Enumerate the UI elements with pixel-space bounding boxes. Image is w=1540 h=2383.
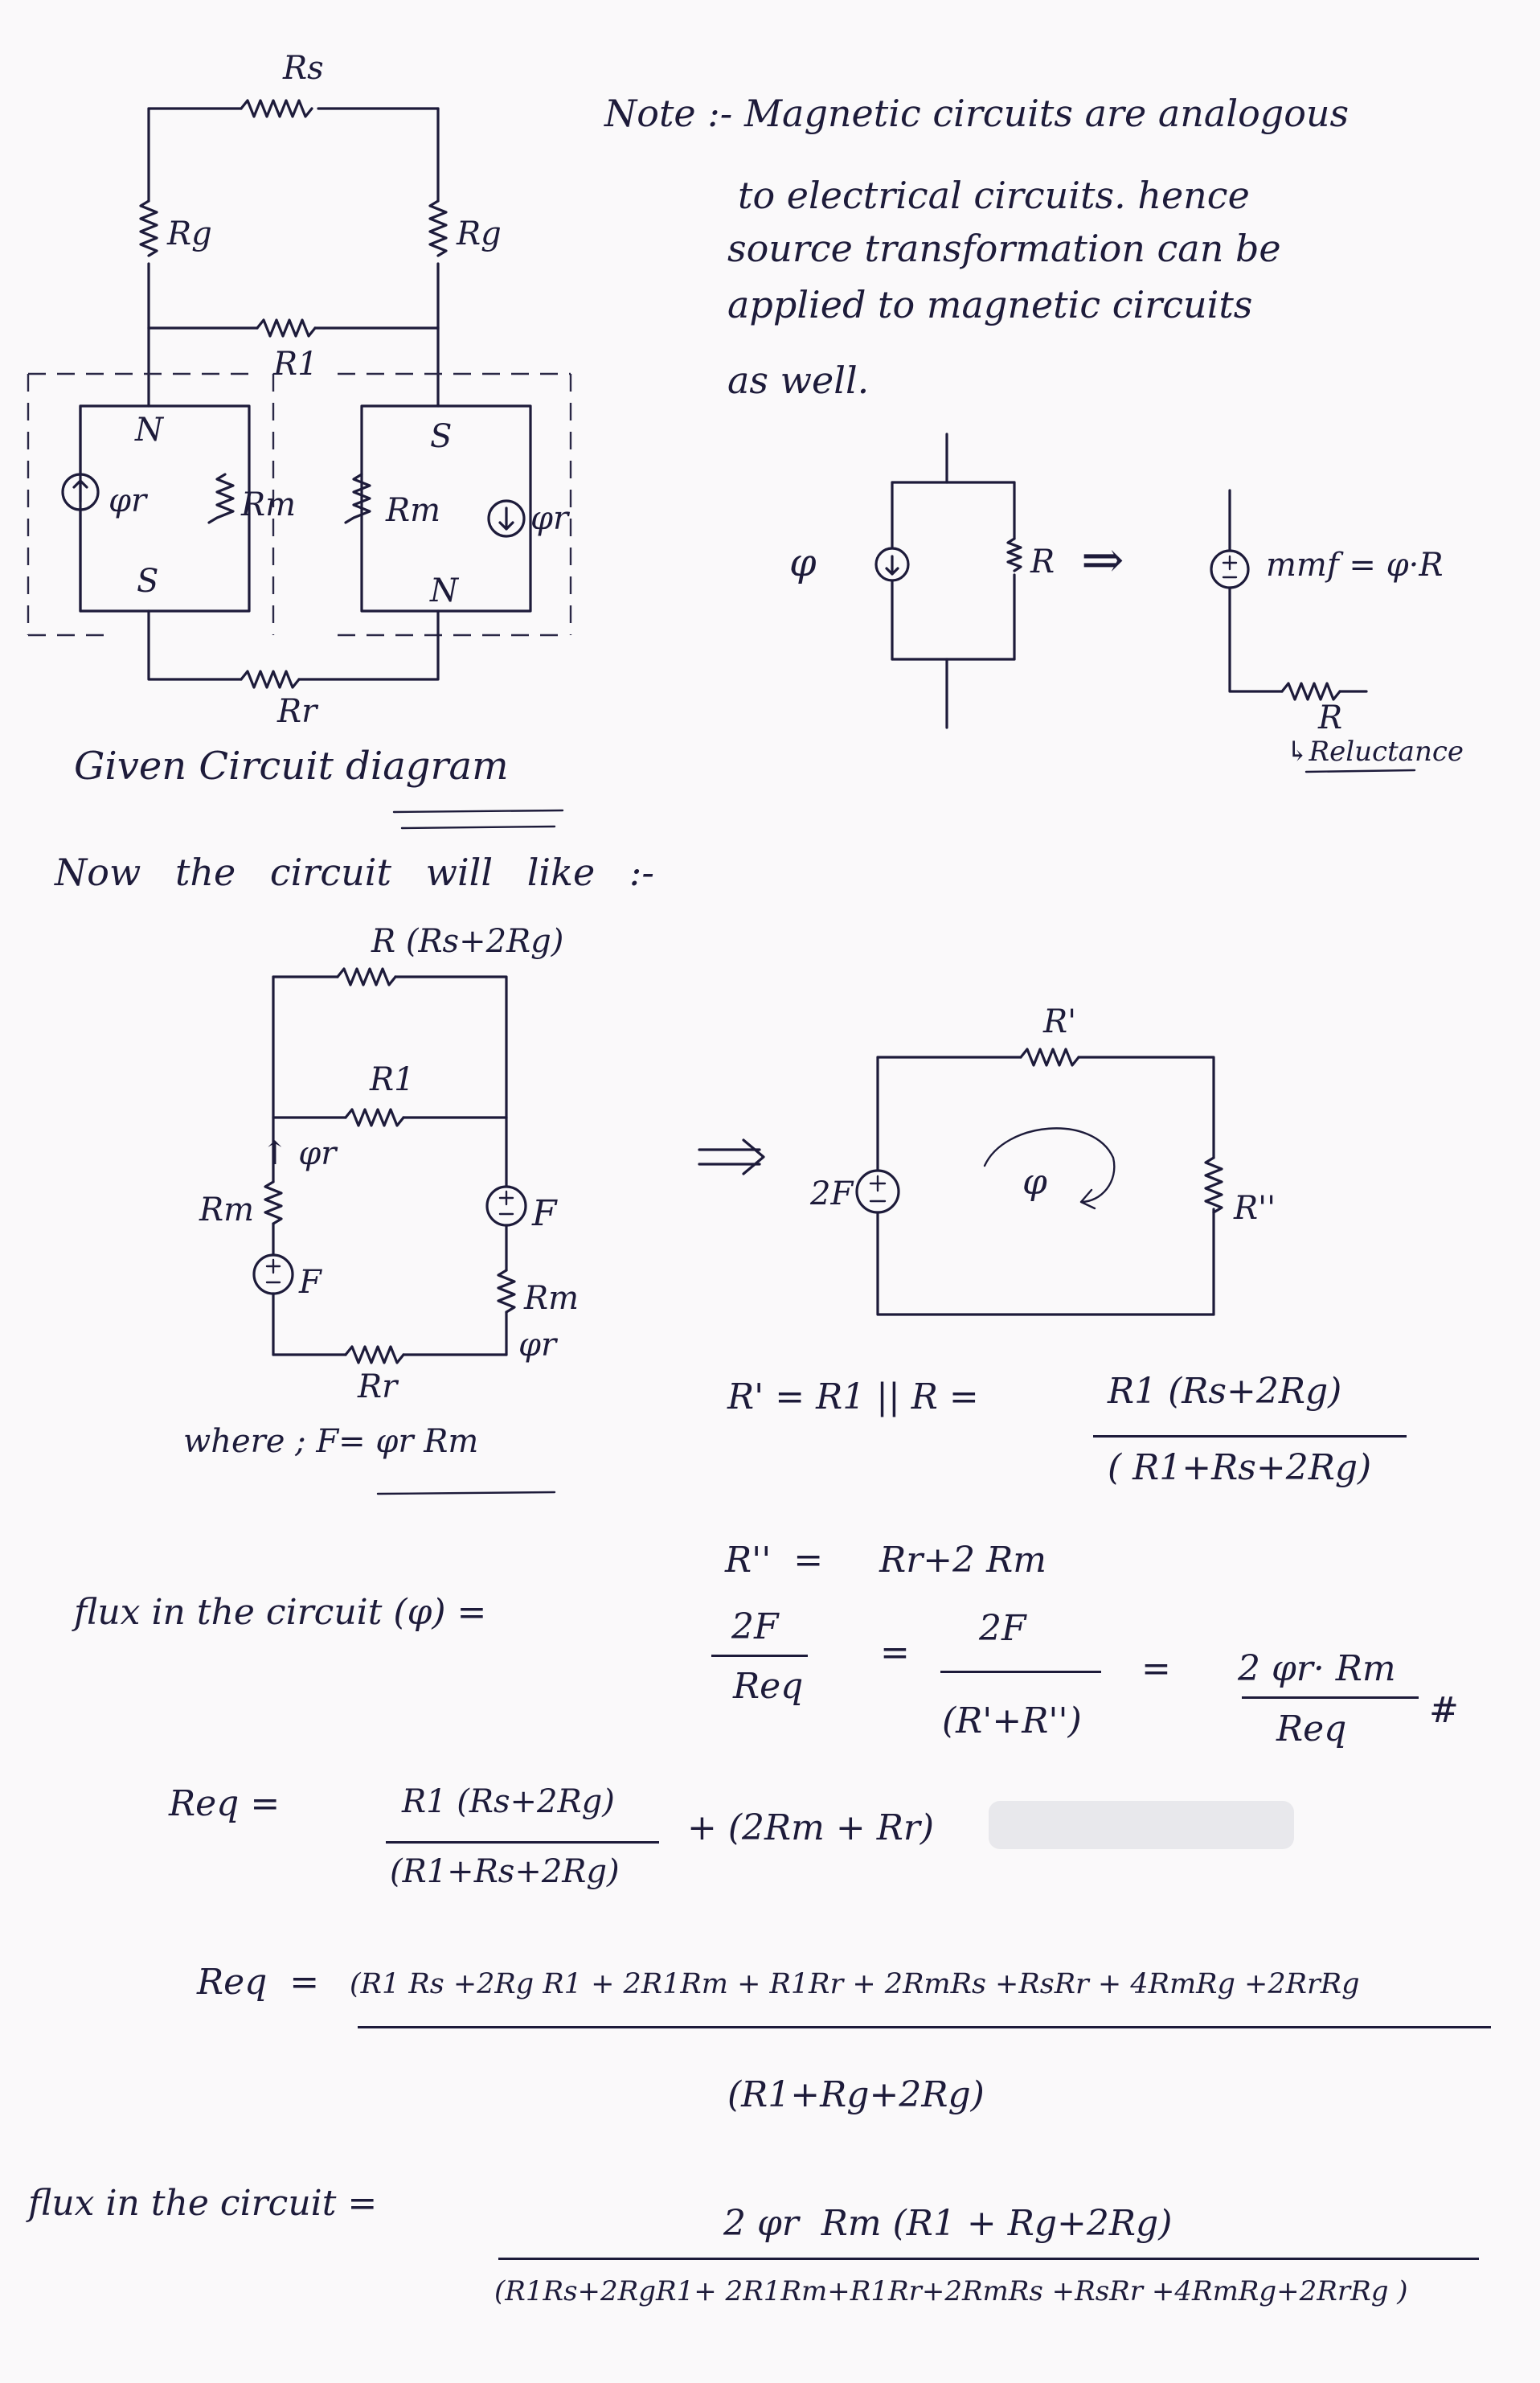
eq-req1-fracline <box>386 1841 659 1844</box>
resistor-rs <box>240 99 313 118</box>
label-rg-right: Rg <box>457 215 502 252</box>
c3-label-r-prime: R' <box>1043 1003 1077 1040</box>
eq-req1-lhs: Req = <box>169 1783 281 1824</box>
label-r1: R1 <box>273 346 318 383</box>
eq-flux-eq2: = <box>880 1632 910 1673</box>
resistor-r-dprime <box>1204 1156 1223 1214</box>
eq-rprime-den: ( R1+Rs+2Rg) <box>1108 1447 1372 1488</box>
resistor-rr <box>240 670 301 689</box>
c2-label-rm-left: Rm <box>199 1192 255 1228</box>
source-transformation <box>874 433 1416 773</box>
label-phi-left: φr <box>109 482 147 519</box>
resistor-rm-c2-left <box>264 1180 283 1225</box>
resistor-rm-c2-right <box>497 1269 516 1314</box>
eq-flux-f3-den: Req <box>1276 1708 1347 1749</box>
resistor-rr-c2 <box>344 1345 405 1364</box>
c3-label-2f: 2F <box>810 1175 854 1212</box>
eq-flux-f1-fracline <box>711 1655 808 1657</box>
resistor-rm-left <box>207 473 235 524</box>
eq-final-lhs: flux in the circuit = <box>28 2183 378 2224</box>
resistor-r-top <box>336 967 397 986</box>
resistor-r-mmf <box>1280 682 1341 701</box>
c2-label-phi-r-right: φr <box>518 1327 557 1364</box>
c2-label-f-left: F <box>299 1264 322 1301</box>
eq-flux-f3-num: 2 φr· Rm <box>1238 1648 1396 1689</box>
eq-req1-smudge <box>989 1801 1294 1849</box>
label-rm-right: Rm <box>386 492 441 529</box>
given-circuit <box>27 99 572 830</box>
label-phi-right: φr <box>530 500 569 537</box>
eq-flux-f2-den: (R'+R'') <box>942 1700 1082 1741</box>
transform-phi: φ <box>789 540 817 585</box>
resistor-r-transform <box>1006 537 1022 572</box>
resistor-rg-right <box>428 199 448 257</box>
eq-flux-f2-num: 2F <box>979 1608 1026 1649</box>
eq-rprime-num: R1 (Rs+2Rg) <box>1108 1371 1342 1412</box>
eq-rdprime: R'' = Rr+2 Rm <box>725 1540 1046 1581</box>
eq-req1-plus: + (2Rm + Rr) <box>687 1807 935 1848</box>
eq-rprime-fracline <box>1093 1435 1407 1438</box>
eq-flux-f1-num: 2F <box>731 1606 779 1647</box>
transform-mmf: mmf = φ·R <box>1266 547 1444 584</box>
c2-label-rm-right: Rm <box>524 1280 580 1317</box>
transform-arrow: ⇒ <box>1081 531 1124 590</box>
given-caption: Given Circuit diagram <box>74 744 509 789</box>
eq-final-num: 2 φr Rm (R1 + Rg+2Rg) <box>723 2203 1173 2244</box>
c2-label-r-top: R (Rs+2Rg) <box>371 923 564 960</box>
note-line-3: source transformation can be <box>727 227 1281 270</box>
loop-arrow <box>983 1127 1116 1210</box>
c2-where: where ; F= φr Rm <box>183 1423 479 1460</box>
eq-final-den: (R1Rs+2RgR1+ 2R1Rm+R1Rr+2RmRs +RsRr +4Rm… <box>494 2275 1408 2307</box>
label-s-left: S <box>137 563 159 600</box>
c3-label-r-dprime: R'' <box>1234 1190 1276 1227</box>
eq-req2-num: (R1 Rs +2Rg R1 + 2R1Rm + R1Rr + 2RmRs +R… <box>350 1968 1360 2000</box>
label-s-right: S <box>430 418 453 455</box>
c3-label-phi: φ <box>1022 1162 1047 1203</box>
eq-req2-den: (R1+Rg+2Rg) <box>727 2074 985 2115</box>
eq-rprime-lhs: R' = R1 || R = <box>727 1376 979 1417</box>
transform-r: R <box>1030 543 1055 580</box>
eq-flux-eq3: = <box>1141 1648 1171 1689</box>
eq-req2-lhs: Req = <box>197 1962 320 2003</box>
transform-r-bottom: R <box>1318 699 1343 736</box>
label-rg-left: Rg <box>167 215 212 252</box>
eq-flux-f3-fracline <box>1242 1696 1419 1699</box>
flux-source-right <box>487 499 526 538</box>
eq-req1-den: (R1+Rs+2Rg) <box>390 1853 620 1890</box>
label-rs: Rs <box>283 50 324 87</box>
eq-flux-f2-fracline <box>940 1671 1101 1673</box>
eq-flux-lhs: flux in the circuit (φ) = <box>74 1592 487 1633</box>
c2-label-phi-r-left: ↑ φr <box>261 1135 337 1172</box>
resistor-r-prime <box>1019 1048 1080 1067</box>
resistor-rg-left <box>139 199 158 257</box>
label-n-right: N <box>430 572 458 609</box>
eq-req1-num: R1 (Rs+2Rg) <box>402 1783 615 1820</box>
note-line-2: to electrical circuits. hence <box>738 174 1250 217</box>
now-line: Now the circuit will like :- <box>55 851 654 894</box>
eq-flux-f1-den: Req <box>733 1666 804 1707</box>
label-n-left: N <box>135 412 163 449</box>
c2-label-rr: Rr <box>358 1368 398 1405</box>
eq-final-fracline <box>498 2258 1479 2260</box>
transform-reluctance: ↳Reluctance <box>1286 736 1464 768</box>
resistor-rm-right <box>344 473 371 524</box>
resistor-r1-c2 <box>344 1108 405 1127</box>
c2-label-f-right: F <box>532 1193 557 1234</box>
note-line-1: Note :- Magnetic circuits are analogous <box>604 92 1350 135</box>
eq-flux-end: # <box>1429 1690 1459 1731</box>
label-rm-left: Rm <box>241 486 297 523</box>
equivalent-circuit-2 <box>252 967 765 1495</box>
c2-label-r1: R1 <box>370 1061 415 1098</box>
note-line-4: applied to magnetic circuits <box>727 283 1253 326</box>
note-line-5: as well. <box>727 359 870 402</box>
resistor-r1 <box>256 318 317 338</box>
equivalent-circuit-3 <box>855 1048 1223 1316</box>
label-rr: Rr <box>277 693 317 730</box>
eq-req2-fracline <box>358 2026 1491 2028</box>
